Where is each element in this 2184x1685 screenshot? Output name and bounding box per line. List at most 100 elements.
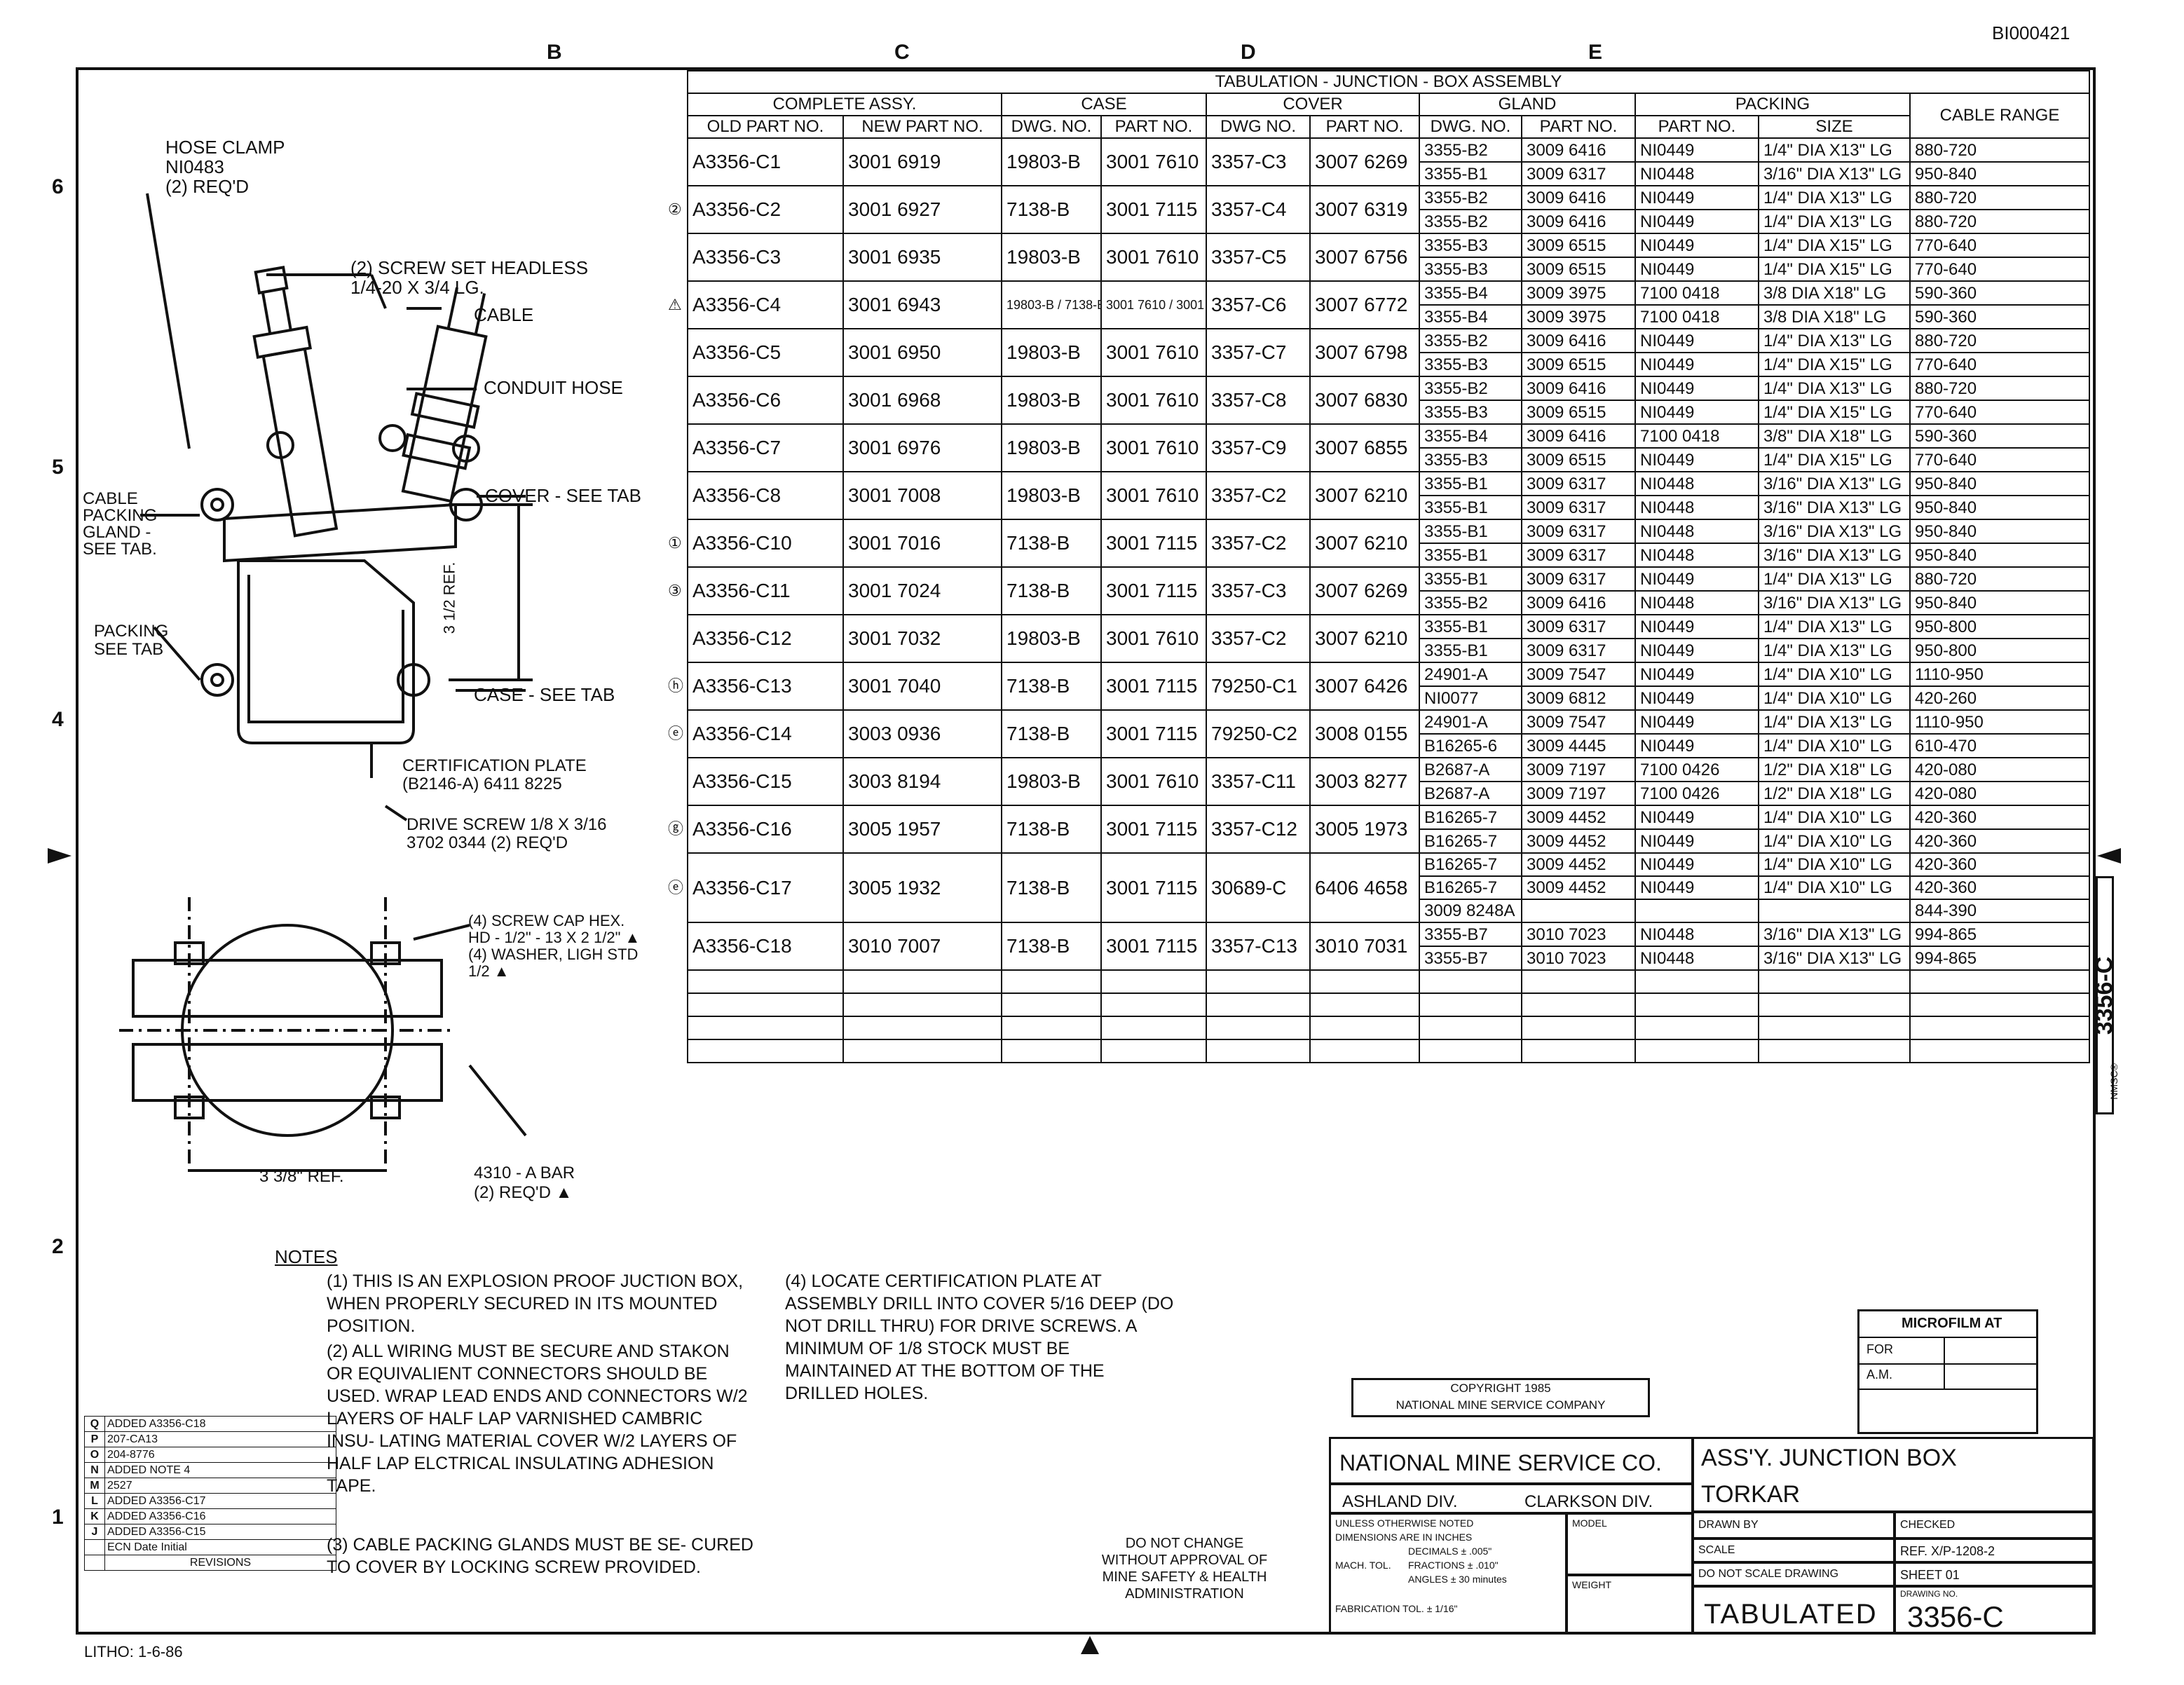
cell-gland-dwg: 3355-B1 [1419,471,1522,496]
cell-case-part: 3001 7610 [1100,757,1207,806]
blank-cell [687,1016,844,1040]
revision-text: ADDED A3356-C15 [104,1524,336,1540]
blank-cell [1419,1016,1522,1040]
cell-gland-dwg: 3355-B3 [1419,233,1522,258]
cell-cover-dwg: 3357-C6 [1206,280,1311,329]
cell-cable-range: 770-640 [1909,400,2090,425]
cell-gland-dwg: 3355-B4 [1419,280,1522,306]
revision-letter: J [84,1524,105,1540]
cell-gland-dwg: B16265-6 [1419,733,1522,758]
cell-packing-size: 1/4" DIA X13" LG [1758,328,1911,353]
cell-gland-dwg: 24901-A [1419,709,1522,735]
right-edge-strip [2096,876,2114,1114]
cell-packing-size: 3/16" DIA X13" LG [1758,543,1911,568]
cell-old: A3356-C16 [687,805,844,854]
cell-case-dwg: 7138-B [1001,709,1102,758]
microfilm-box: MICROFILM AT FOR A.M. [1857,1309,2038,1434]
col-old-part: OLD PART NO. [687,115,844,139]
right-center-arrow [2097,848,2121,864]
cell-packing-size: 1/4" DIA X10" LG [1758,733,1911,758]
cell-packing-part: 7100 0418 [1634,423,1759,449]
cell-packing-part: NI0449 [1634,828,1759,854]
revision-marker: ③ [668,582,682,599]
cell-packing-part: 7100 0426 [1634,757,1759,782]
cell-packing-size: 3/16" DIA X13" LG [1758,946,1911,971]
cell-packing-part: NI0449 [1634,638,1759,663]
cell-old: A3356-C13 [687,662,844,711]
cell-old: A3356-C6 [687,376,844,425]
cell-gland-part: 3009 6317 [1521,161,1636,186]
cell-packing-part: 7100 0418 [1634,304,1759,329]
cell-packing-part: NI0449 [1634,805,1759,830]
cell-case-part: 3001 7115 [1100,852,1207,923]
cell-cover-part: 3007 6426 [1309,662,1420,711]
cell-gland-dwg: 3355-B2 [1419,137,1522,163]
cell-packing-size: 1/4" DIA X10" LG [1758,828,1911,854]
cell-gland-part: 3009 6812 [1521,685,1636,711]
cell-gland-dwg: 3355-B1 [1419,495,1522,520]
cable-label: CABLE [474,304,534,325]
bar-label: 4310 - A BAR(2) REQ'D ▲ [474,1164,575,1202]
cell-packing-size: 1/2" DIA X18" LG [1758,781,1911,806]
blank-cell [1909,1016,2090,1040]
blank-cell [842,969,1002,994]
cell-case-part: 3001 7115 [1100,519,1207,568]
cell-old: A3356-C10 [687,519,844,568]
cell-cable-range: 610-470 [1909,733,2090,758]
cell-packing-size: 1/4" DIA X10" LG [1758,852,1911,877]
junction-box-drawing [119,193,533,1178]
cell-cover-dwg: 79250-C2 [1206,709,1311,758]
cell-gland-dwg: 3355-B1 [1419,519,1522,544]
cell-cable-range: 950-840 [1909,519,2090,544]
blank-cell [1001,1039,1102,1063]
cell-old: A3356-C17 [687,852,844,923]
cell-cable-range: 590-360 [1909,280,2090,306]
zone-C: C [894,41,910,64]
cell-packing-size: 1/4" DIA X13" LG [1758,376,1911,401]
cell-cable-range: 880-720 [1909,376,2090,401]
cell-case-part: 3001 7610 [1100,471,1207,520]
cell-packing-part: NI0449 [1634,257,1759,282]
tolerance-cell: UNLESS OTHERWISE NOTED DIMENSIONS ARE IN… [1329,1513,1567,1635]
revision-text: 204-8776 [104,1447,336,1463]
cell-case-part: 3001 7115 [1100,709,1207,758]
cell-packing-part: NI0449 [1634,328,1759,353]
revision-letter: M [84,1478,105,1494]
col-cover-part: PART NO. [1309,115,1420,139]
cell-packing-part: NI0449 [1634,137,1759,163]
cell-packing-part: NI0449 [1634,185,1759,210]
cell-cable-range: 880-720 [1909,185,2090,210]
cell-packing-size: 3/16" DIA X13" LG [1758,161,1911,186]
cell-packing-part: 7100 0426 [1634,781,1759,806]
zone-4: 4 [52,708,64,731]
cell-cover-dwg: 3357-C12 [1206,805,1311,854]
cell-case-dwg: 7138-B [1001,852,1102,923]
cell-packing-size: 1/4" DIA X15" LG [1758,257,1911,282]
revision-letter: Q [84,1416,105,1432]
blank-cell [842,992,1002,1017]
cell-gland-part: 3009 4452 [1521,852,1636,877]
blank-cell [1909,969,2090,994]
cell-cover-dwg: 79250-C1 [1206,662,1311,711]
cell-new: 3001 6943 [842,280,1002,329]
cell-gland-part: 3009 6416 [1521,328,1636,353]
cell-cable-range: 880-720 [1909,137,2090,163]
cell-cover-part: 3007 6798 [1309,328,1420,377]
note-2: (2) ALL WIRING MUST BE SECURE AND STAKON… [327,1342,748,1496]
cell-gland-dwg: 3355-B2 [1419,328,1522,353]
cell-case-part: 3001 7115 [1100,566,1207,615]
note-4: (4) LOCATE CERTIFICATION PLATE AT ASSEMB… [785,1271,1174,1403]
cell-cover-dwg: 3357-C2 [1206,614,1311,663]
cert-plate-label: CERTIFICATION PLATE(B2146-A) 6411 8225 [402,756,587,793]
